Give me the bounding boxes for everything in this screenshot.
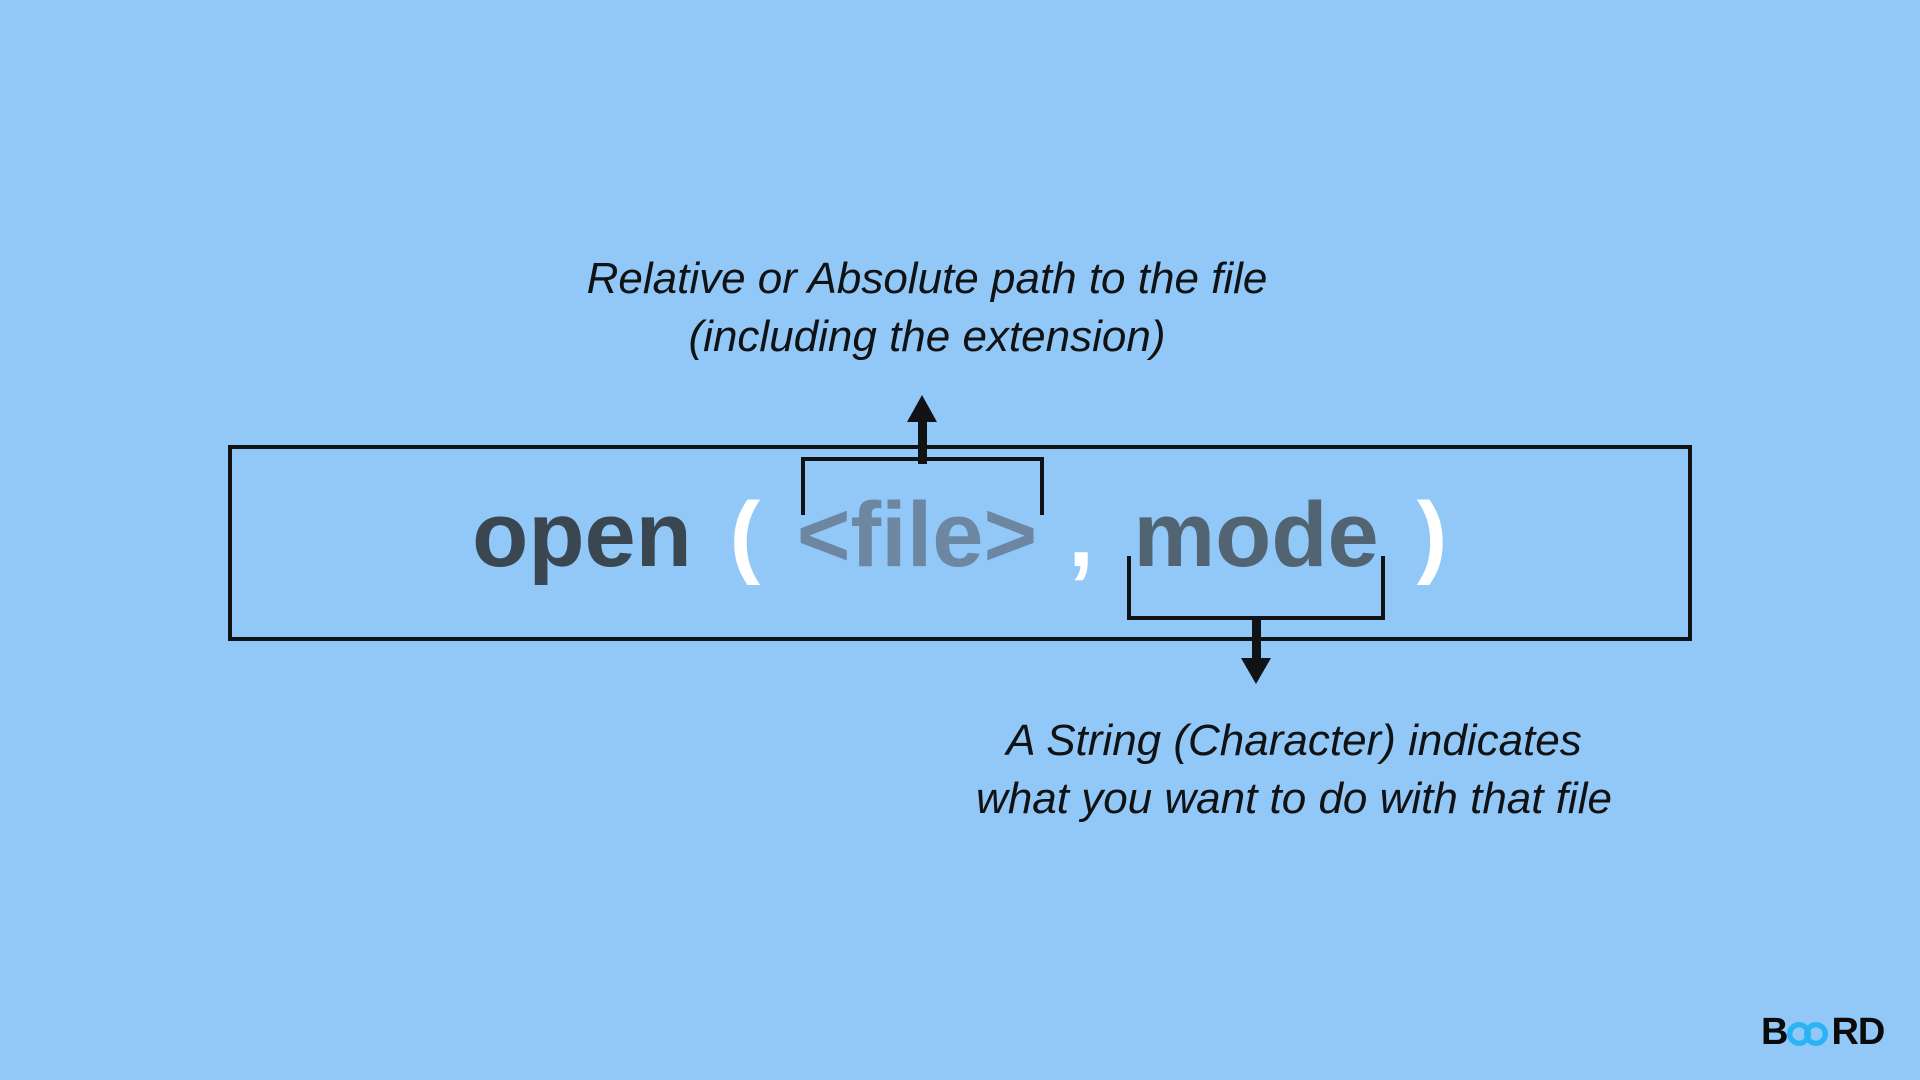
token-mode-arg: mode bbox=[1133, 484, 1379, 586]
board-logo: B RD bbox=[1761, 1011, 1885, 1053]
token-comma: , bbox=[1068, 484, 1094, 586]
logo-suffix: RD bbox=[1831, 1011, 1885, 1053]
infinity-icon bbox=[1787, 1021, 1829, 1047]
up-arrow-icon bbox=[907, 395, 937, 422]
mode-arg-annotation: A String (Character) indicates what you … bbox=[976, 712, 1612, 828]
token-file-arg: <file> bbox=[796, 484, 1038, 586]
file-arg-annotation: Relative or Absolute path to the file (i… bbox=[587, 250, 1268, 366]
down-arrow-stem bbox=[1252, 616, 1261, 662]
up-arrow-stem bbox=[918, 420, 927, 464]
mode-arg-annotation-line2: what you want to do with that file bbox=[976, 774, 1612, 823]
syntax-box bbox=[228, 445, 1692, 641]
down-arrow-icon bbox=[1241, 658, 1271, 684]
mode-arg-bracket bbox=[1127, 556, 1385, 620]
token-close-paren: ) bbox=[1416, 484, 1448, 586]
file-arg-annotation-line1: Relative or Absolute path to the file bbox=[586, 254, 1268, 303]
token-open-paren: ( bbox=[729, 484, 761, 586]
token-function-name: open bbox=[472, 484, 692, 586]
file-arg-bracket bbox=[801, 457, 1044, 515]
mode-arg-annotation-line1: A String (Character) indicates bbox=[1006, 716, 1582, 765]
logo-prefix: B bbox=[1761, 1011, 1788, 1053]
file-arg-annotation-line2: (including the extension) bbox=[688, 312, 1166, 361]
